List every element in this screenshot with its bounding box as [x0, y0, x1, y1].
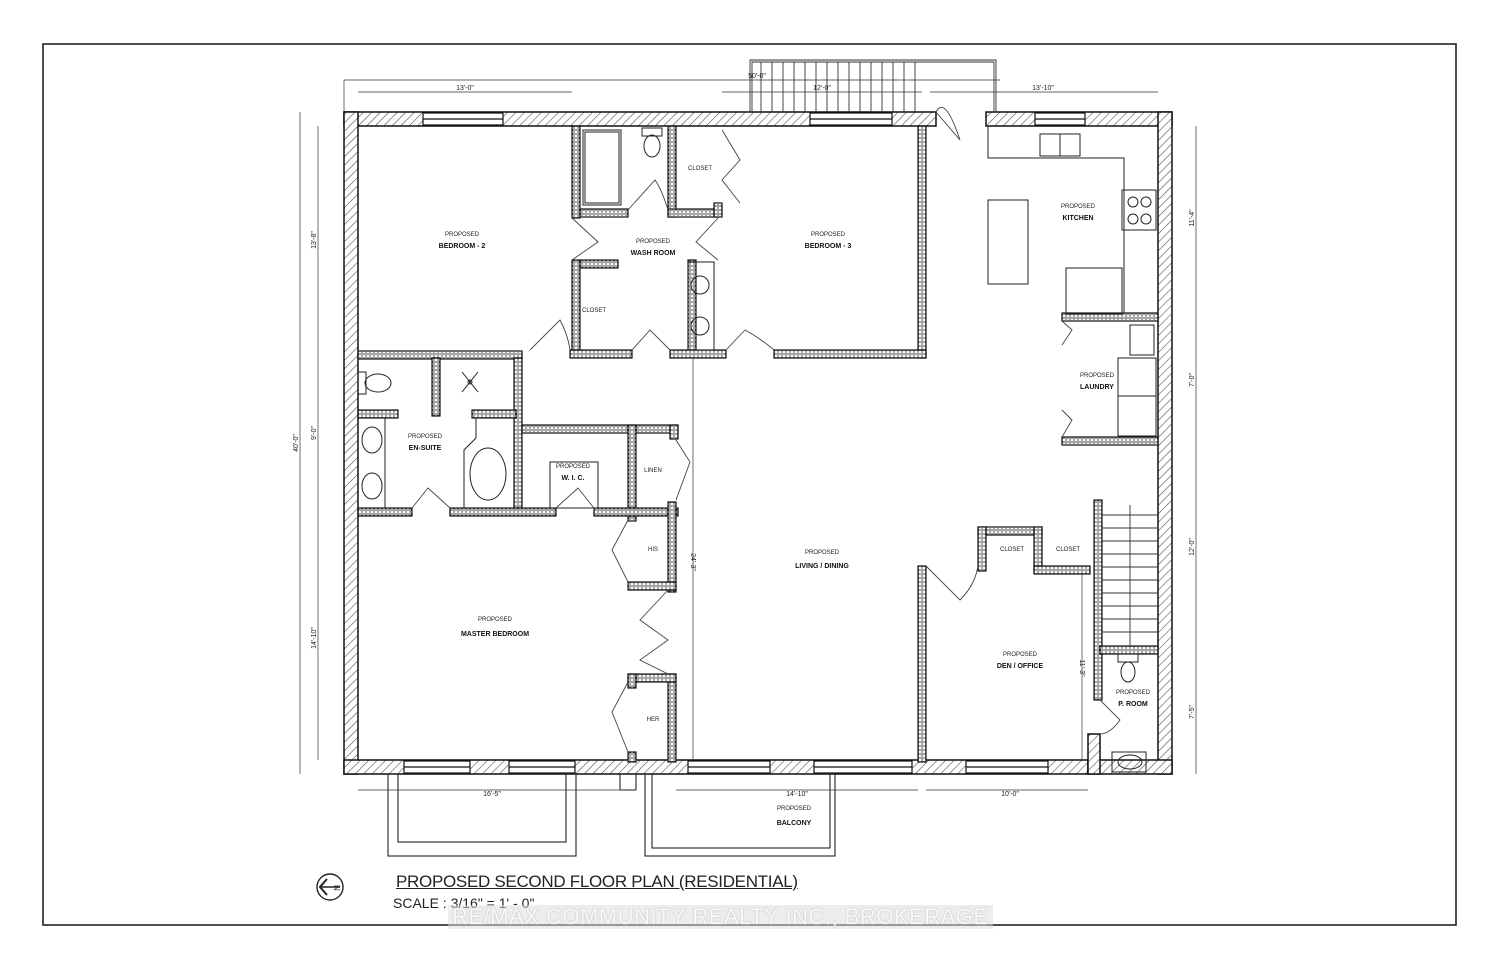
- svg-text:11'-3": 11'-3": [1078, 659, 1085, 677]
- svg-text:13'-0": 13'-0": [456, 85, 474, 92]
- svg-text:7'-5": 7'-5": [1189, 705, 1196, 719]
- exterior-walls: [343, 111, 1173, 775]
- svg-text:PROPOSED: PROPOSED: [445, 232, 480, 238]
- svg-text:40'-0": 40'-0": [293, 434, 300, 452]
- svg-text:CLOSET: CLOSET: [1056, 547, 1080, 553]
- room-bedroom-2: BEDROOM - 2: [439, 243, 486, 250]
- staircases: [749, 59, 1158, 646]
- svg-text:7'-0": 7'-0": [1189, 373, 1196, 387]
- room-bedroom-3: BEDROOM - 3: [805, 243, 852, 250]
- room-den-office: DEN / OFFICE: [997, 663, 1044, 670]
- fixtures: [357, 126, 1157, 773]
- dimension-lines: [299, 79, 1197, 791]
- sheet-border: [42, 43, 1457, 926]
- svg-text:11'-4": 11'-4": [1189, 209, 1196, 227]
- room-wic: W. I. C.: [562, 475, 585, 482]
- svg-text:PROPOSED: PROPOSED: [478, 617, 513, 623]
- svg-text:PROPOSED: PROPOSED: [1080, 373, 1115, 379]
- brokerage-watermark: RE/MAX COMMUNITY REALTY INC., BROKERAGE: [448, 905, 993, 929]
- svg-text:10'-0": 10'-0": [1001, 791, 1019, 798]
- svg-text:16'-5": 16'-5": [483, 791, 501, 798]
- svg-text:PROPOSED: PROPOSED: [556, 464, 591, 470]
- svg-text:PROPOSED: PROPOSED: [636, 239, 671, 245]
- room-kitchen: KITCHEN: [1062, 215, 1093, 222]
- room-master-bedroom: MASTER BEDROOM: [461, 631, 529, 638]
- svg-text:PROPOSED: PROPOSED: [805, 550, 840, 556]
- svg-text:13'-10": 13'-10": [1032, 85, 1054, 92]
- svg-text:PROPOSED: PROPOSED: [811, 232, 846, 238]
- svg-text:CLOSET: CLOSET: [1000, 547, 1024, 553]
- svg-text:9'-0": 9'-0": [311, 426, 318, 440]
- drawing-title: PROPOSED SECOND FLOOR PLAN (RESIDENTIAL): [396, 872, 798, 891]
- room-balcony: BALCONY: [777, 820, 812, 827]
- svg-text:PROPOSED: PROPOSED: [1003, 652, 1038, 658]
- svg-text:13'-8": 13'-8": [311, 231, 318, 249]
- svg-text:12'-0": 12'-0": [1189, 538, 1196, 556]
- svg-text:PROPOSED: PROPOSED: [1061, 204, 1096, 210]
- svg-text:HER: HER: [647, 717, 660, 723]
- room-ensuite: EN-SUITE: [409, 445, 442, 452]
- room-wash-room: WASH ROOM: [631, 250, 676, 257]
- room-living-dining: LIVING / DINING: [795, 563, 849, 570]
- dimension-labels: 50'-0" 13'-0" 12'-0" 13'-10" 40'-0" 13'-…: [293, 73, 1196, 798]
- svg-text:12'-0": 12'-0": [813, 85, 831, 92]
- svg-text:14'-10": 14'-10": [786, 791, 808, 798]
- room-p-room: P. ROOM: [1118, 701, 1148, 708]
- room-laundry: LAUNDRY: [1080, 384, 1114, 391]
- svg-text:LINEN: LINEN: [644, 468, 662, 474]
- svg-text:N: N: [332, 885, 341, 891]
- room-labels: PROPOSED BEDROOM - 2 PROPOSED WASH ROOM …: [408, 166, 1151, 827]
- balconies: [387, 773, 836, 857]
- north-arrow-icon: N: [316, 873, 344, 901]
- doors: [411, 106, 1121, 753]
- svg-text:CLOSET: CLOSET: [582, 308, 606, 314]
- svg-text:50'-0": 50'-0": [748, 73, 766, 80]
- svg-text:14'-10": 14'-10": [311, 627, 318, 649]
- windows: [403, 112, 1086, 774]
- svg-text:PROPOSED: PROPOSED: [777, 806, 812, 812]
- svg-text:24'-3": 24'-3": [689, 553, 696, 571]
- interior-walls: [357, 125, 1159, 763]
- svg-text:PROPOSED: PROPOSED: [408, 434, 443, 440]
- svg-text:HIS: HIS: [648, 547, 658, 553]
- svg-text:PROPOSED: PROPOSED: [1116, 690, 1151, 696]
- svg-text:CLOSET: CLOSET: [688, 166, 712, 172]
